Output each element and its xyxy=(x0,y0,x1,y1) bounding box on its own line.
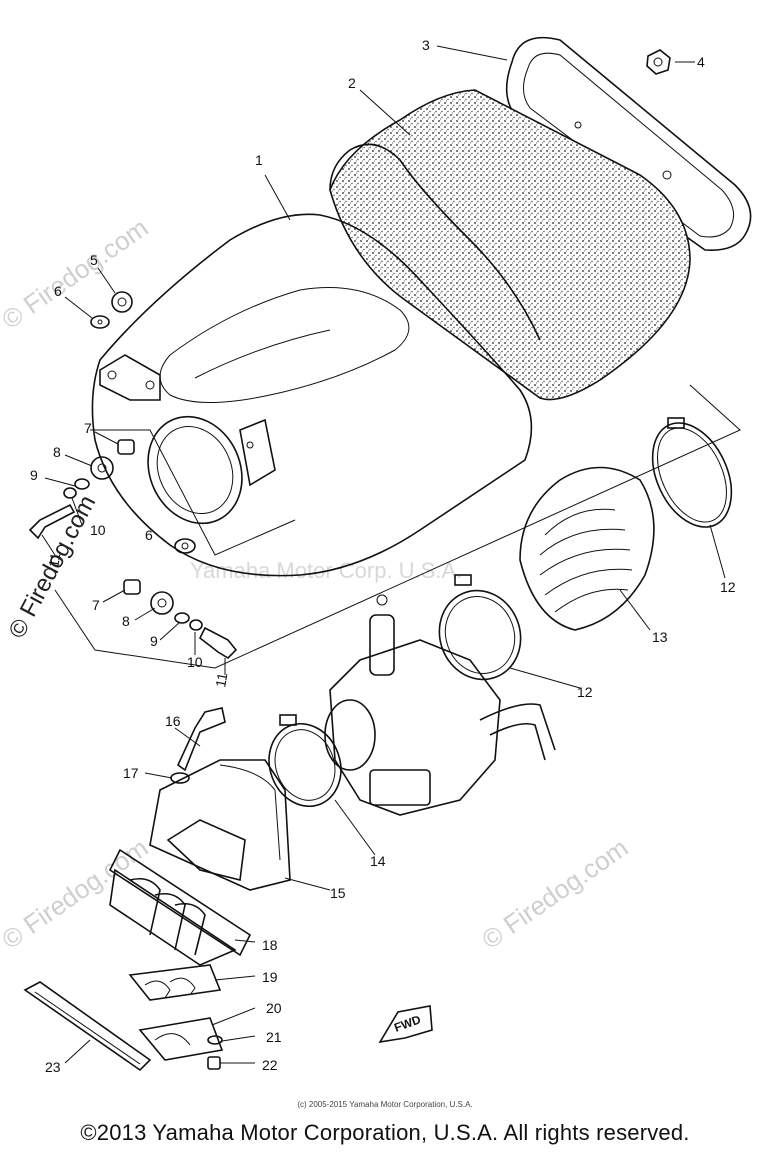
washer-6-lower xyxy=(174,538,196,554)
callout-17: 17 xyxy=(123,765,139,781)
callout-1: 1 xyxy=(255,152,263,168)
air-cleaner-cover-3 xyxy=(505,36,752,252)
callout-5: 5 xyxy=(90,252,98,268)
callout-18: 18 xyxy=(262,937,278,953)
hose-clamp-12-upper xyxy=(651,417,733,528)
callout-11-lower: 11 xyxy=(212,671,230,688)
lock-washer-17 xyxy=(170,772,190,784)
callout-16: 16 xyxy=(165,713,181,729)
callout-19: 19 xyxy=(262,969,278,985)
nut-5 xyxy=(111,291,133,313)
callout-6-upper: 6 xyxy=(54,283,62,299)
callout-21: 21 xyxy=(266,1029,282,1045)
nut-4 xyxy=(646,49,671,75)
watermark-bottom-right: © Firedog.com xyxy=(476,832,633,955)
callout-12-lower: 12 xyxy=(577,684,593,700)
callout-7-lower: 7 xyxy=(92,597,100,613)
small-copyright: (c) 2005-2015 Yamaha Motor Corporation, … xyxy=(297,1100,473,1109)
intake-joint-13 xyxy=(519,466,655,631)
carburetor xyxy=(324,594,556,816)
fwd-arrow-icon: FWD xyxy=(378,1005,433,1044)
intake-manifold-15 xyxy=(149,759,291,891)
callout-2: 2 xyxy=(348,75,356,91)
callout-13: 13 xyxy=(652,629,668,645)
callout-15: 15 xyxy=(330,885,346,901)
reed-petals-19 xyxy=(128,964,222,1001)
callout-7-upper: 7 xyxy=(84,420,92,436)
reed-valve-18 xyxy=(108,848,252,966)
watermark-top-left: © Firedog.com xyxy=(0,212,153,335)
mount-hardware-lower xyxy=(123,579,238,660)
hose-clamp-14 xyxy=(268,714,342,808)
callout-23: 23 xyxy=(45,1059,61,1075)
callout-6-lower: 6 xyxy=(145,527,153,543)
callout-22: 22 xyxy=(262,1057,278,1073)
screw-22 xyxy=(207,1056,221,1070)
callout-3: 3 xyxy=(422,37,430,53)
air-box-case-1 xyxy=(91,213,533,577)
callout-9-upper: 9 xyxy=(30,467,38,483)
washer-21 xyxy=(207,1035,223,1045)
callout-8-upper: 8 xyxy=(53,444,61,460)
callout-9-lower: 9 xyxy=(150,633,158,649)
footer-copyright: ©2013 Yamaha Motor Corporation, U.S.A. A… xyxy=(80,1120,690,1145)
callout-10-upper: 10 xyxy=(90,522,106,538)
callout-10-lower: 10 xyxy=(187,654,203,670)
air-filter-element-2 xyxy=(329,89,691,401)
watermark-bottom-left: © Firedog.com xyxy=(0,832,153,955)
bolt-16 xyxy=(176,707,226,772)
leader-lines xyxy=(41,45,726,1064)
washer-6 xyxy=(90,315,110,329)
reed-stopper-20 xyxy=(138,1017,224,1061)
mount-hardware-upper xyxy=(28,439,135,540)
callout-11-upper: 11 xyxy=(45,551,63,568)
callout-8-lower: 8 xyxy=(122,613,130,629)
callout-12-upper: 12 xyxy=(720,579,736,595)
callout-20: 20 xyxy=(266,1000,282,1016)
callout-4: 4 xyxy=(697,54,705,70)
callout-labels: 1 2 3 4 5 6 6 7 7 8 8 9 9 10 10 11 11 12… xyxy=(30,37,736,1075)
fwd-label: FWD xyxy=(392,1012,423,1035)
callout-14: 14 xyxy=(370,853,386,869)
assembly-guide-lines xyxy=(54,384,741,669)
gasket-23 xyxy=(23,981,152,1072)
